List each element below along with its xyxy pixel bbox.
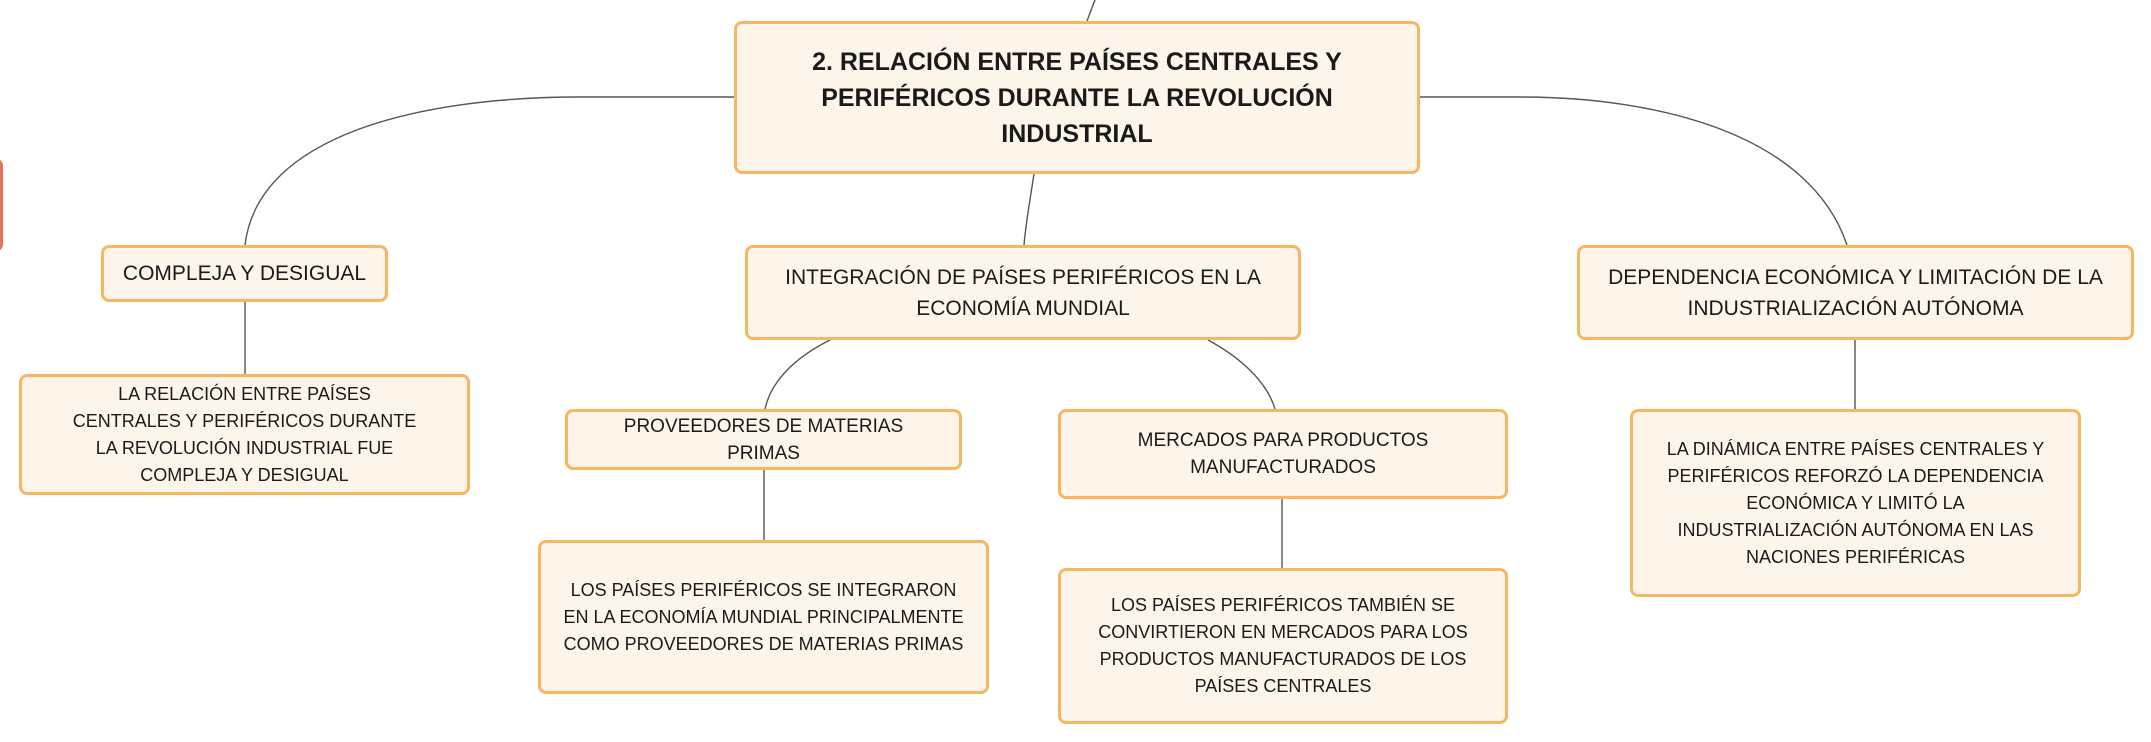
connector-root-to-compleja <box>244 96 734 246</box>
offscreen-topic-edge <box>0 158 3 252</box>
detail-text: LA DINÁMICA ENTRE PAÍSES CENTRALES Y PER… <box>1666 438 2045 567</box>
topic-proveedores-materias-primas[interactable]: PROVEEDORES DE MATERIAS PRIMAS <box>565 409 962 470</box>
connector-integracion-to-proveedores <box>764 339 831 410</box>
topic-integracion-economia-mundial[interactable]: INTEGRACIÓN DE PAÍSES PERIFÉRICOS EN LA … <box>745 245 1301 340</box>
detail-dependencia-economica[interactable]: LA DINÁMICA ENTRE PAÍSES CENTRALES Y PER… <box>1630 409 2081 597</box>
connector-root-to-dependencia <box>1420 96 1848 246</box>
topic-label: PROVEEDORES DE MATERIAS PRIMAS <box>623 415 904 464</box>
topic-compleja-y-desigual[interactable]: COMPLEJA Y DESIGUAL <box>101 245 388 302</box>
connector-root-to-integracion <box>1023 173 1035 246</box>
detail-compleja-y-desigual[interactable]: LA RELACIÓN ENTRE PAÍSES CENTRALES Y PER… <box>19 374 470 495</box>
topic-label: COMPLEJA Y DESIGUAL <box>122 262 367 285</box>
detail-text: LA RELACIÓN ENTRE PAÍSES CENTRALES Y PER… <box>72 383 417 485</box>
topic-dependencia-economica[interactable]: DEPENDENCIA ECONÓMICA Y LIMITACIÓN DE LA… <box>1577 245 2134 340</box>
connector-integracion-to-mercados <box>1207 339 1276 410</box>
topic-label: INTEGRACIÓN DE PAÍSES PERIFÉRICOS EN LA … <box>785 265 1261 320</box>
connector-root-parent <box>1086 0 1096 22</box>
detail-text: LOS PAÍSES PERIFÉRICOS TAMBIÉN SE CONVIR… <box>1098 595 1468 696</box>
detail-proveedores-materias-primas[interactable]: LOS PAÍSES PERIFÉRICOS SE INTEGRARON EN … <box>538 540 989 694</box>
topic-mercados-productos-manufacturados[interactable]: MERCADOS PARA PRODUCTOS MANUFACTURADOS <box>1058 409 1508 499</box>
topic-label: MERCADOS PARA PRODUCTOS MANUFACTURADOS <box>1137 430 1429 478</box>
topic-label: DEPENDENCIA ECONÓMICA Y LIMITACIÓN DE LA… <box>1608 265 2103 320</box>
detail-text: LOS PAÍSES PERIFÉRICOS SE INTEGRARON EN … <box>563 579 964 654</box>
root-topic[interactable]: 2. RELACIÓN ENTRE PAÍSES CENTRALES Y PER… <box>734 21 1420 174</box>
root-topic-text: 2. RELACIÓN ENTRE PAÍSES CENTRALES Y PER… <box>812 47 1342 148</box>
detail-mercados-productos-manufacturados[interactable]: LOS PAÍSES PERIFÉRICOS TAMBIÉN SE CONVIR… <box>1058 568 1508 724</box>
